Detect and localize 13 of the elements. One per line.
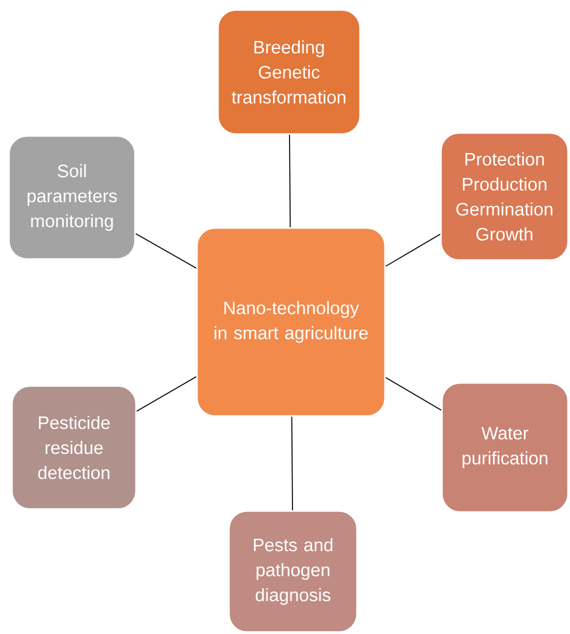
center-box: Nano-technology in smart agriculture: [196, 227, 386, 417]
connector-line: [385, 234, 441, 267]
connector-line: [385, 377, 442, 411]
connector-line: [289, 134, 291, 228]
topic-box: Pesticide residue detection: [11, 385, 137, 510]
topic-box: Pests and pathogen diagnosis: [228, 510, 358, 633]
topic-box: Breeding Genetic transformation: [217, 9, 361, 135]
connector-line: [291, 416, 294, 511]
topic-box: Soil parameters monitoring: [8, 135, 136, 260]
connector-line: [136, 376, 197, 412]
topic-box: Water purification: [441, 382, 569, 513]
connector-line: [135, 233, 197, 269]
topic-box: Protection Production Germination Growth: [440, 132, 569, 261]
